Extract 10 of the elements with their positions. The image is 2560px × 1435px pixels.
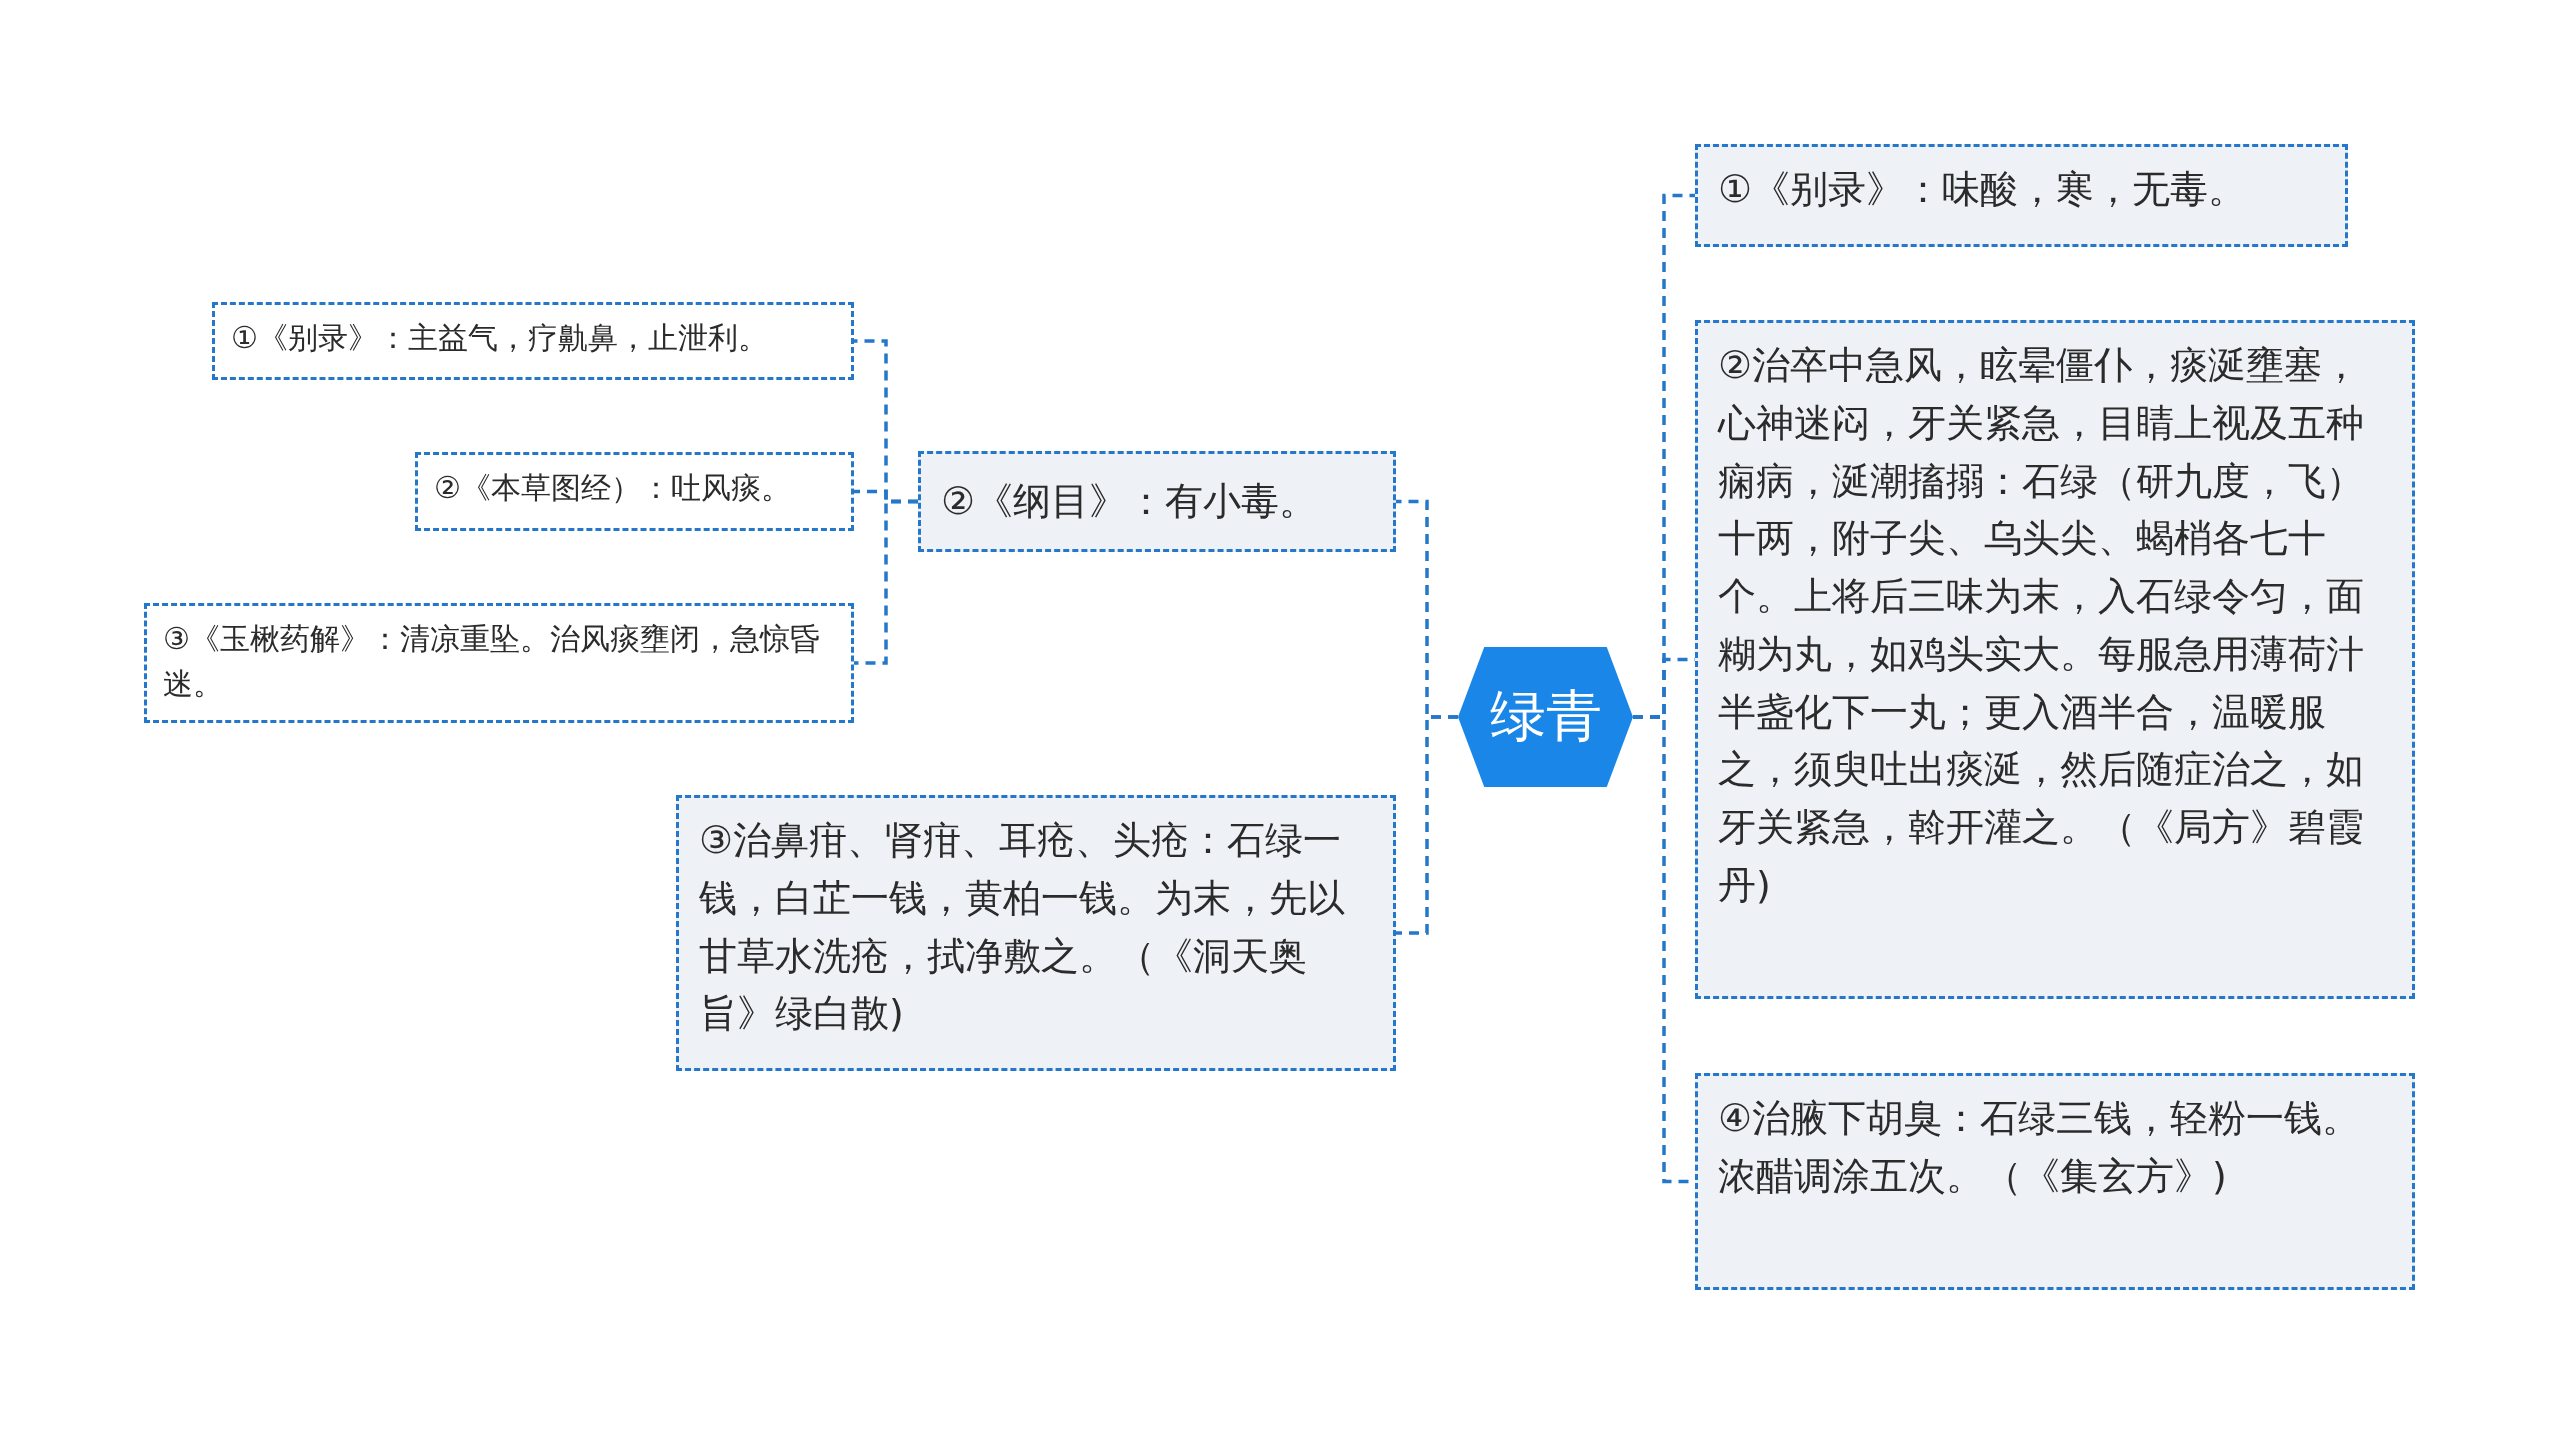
text-box: ①《别录》：主益气，疗鼽鼻，止泄利。 <box>212 302 854 380</box>
connector <box>1396 715 1458 935</box>
text-box: ②治卒中急风，眩晕僵仆，痰涎壅塞，心神迷闷，牙关紧急，目睛上视及五种痫病，涎潮搐搦：石绿（研九度，飞）十两，附子尖、乌头尖、蝎梢各七十个。上将后三味为末，入石绿令匀，面糊为丸，如鸡头实大。每服急用薄荷汁半盏化下一丸；更入酒半合，温暖服之，须臾吐出痰涎，然后随症治之，如牙关紧急，斡开灌之。（《局方》碧霞丹) <box>1695 320 2415 999</box>
text-box: ③《玉楸药解》：清凉重坠。治风痰壅闭，急惊昏迷。 <box>144 603 854 723</box>
text-box: ②《本草图经）：吐风痰。 <box>415 452 854 531</box>
text-box: ①《别录》：味酸，寒，无毒。 <box>1695 144 2348 247</box>
text-box: ②《纲目》：有小毒。 <box>918 451 1396 552</box>
text-box: ④治腋下胡臭：石绿三钱，轻粉一钱。浓醋调涂五次。（《集玄方》) <box>1695 1073 2415 1290</box>
connector <box>854 499 918 665</box>
text-box: ③治鼻疳、肾疳、耳疮、头疮：石绿一钱，白芷一钱，黄柏一钱。为末，先以甘草水洗疮，拭净敷之。（《洞天奥旨》绿白散) <box>676 795 1396 1071</box>
